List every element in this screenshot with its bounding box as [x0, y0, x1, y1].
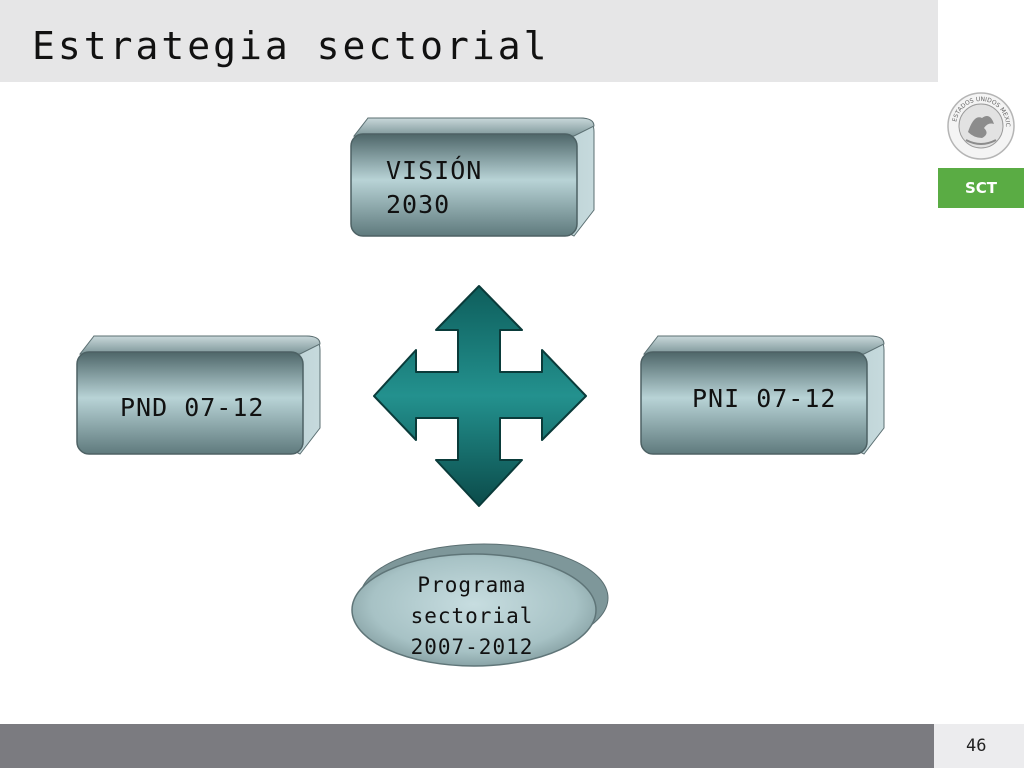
pnd-box-label: PND 07-12	[120, 393, 265, 422]
vision-box-line1: VISIÓN	[386, 156, 483, 185]
oval-label-line3: 2007-2012	[410, 635, 534, 659]
pnd-box[interactable]	[74, 332, 324, 458]
mexican-seal: ESTADOS UNIDOS MEXICANOS	[936, 77, 1024, 170]
footer-page-box	[934, 724, 1024, 768]
page-number: 46	[966, 736, 987, 756]
vision-box-line2: 2030	[386, 190, 451, 219]
pni-box-label: PNI 07-12	[692, 384, 837, 413]
four-way-arrow-icon	[373, 285, 587, 507]
footer-bar	[0, 724, 934, 768]
slide-header: Estrategia sectorial	[0, 0, 938, 82]
sct-badge: SCT	[938, 168, 1024, 208]
slide-title: Estrategia sectorial	[32, 24, 550, 68]
oval-label-line1: Programa	[417, 573, 527, 597]
oval-label: Programa sectorial 2007-2012	[352, 570, 592, 663]
pni-box[interactable]	[638, 332, 888, 458]
oval-label-line2: sectorial	[410, 604, 534, 628]
vision-box[interactable]	[348, 114, 598, 240]
programa-sectorial-oval[interactable]	[348, 540, 614, 670]
